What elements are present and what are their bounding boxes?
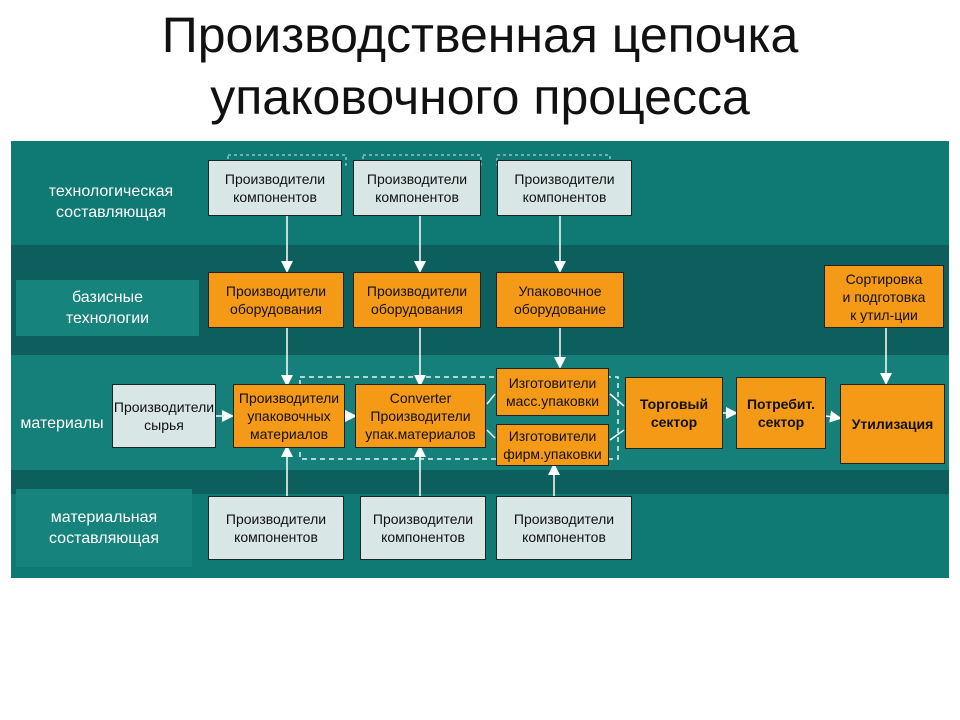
title-line-2: упаковочного процесса [210,69,750,125]
packmat-line1: Производители [238,390,340,406]
brandpack-line2: фирм.упаковки [503,446,602,462]
arrow-masspack-trade [609,393,625,407]
consumer-line1: Потребит. [746,396,816,412]
raw-materials-producers: Производители сырья [112,384,216,448]
equipment-producers-2: Производители оборудования [353,272,481,328]
equipment-producers-1-line2: оборудования [230,301,322,317]
mat-components-2-line1: Производители [372,511,474,527]
tech-components-3: Производители компонентов [497,160,632,216]
brand-packaging-makers: Изготовители фирм.упаковки [496,424,609,466]
tech-components-1: Производители компонентов [208,160,342,216]
row-label-materials: материалы [16,400,111,446]
mass-packaging-makers: Изготовители масс.упаковки [496,368,609,416]
utilization: Утилизация [840,384,945,464]
row-label-material-comp: материальная составляющая [16,489,192,567]
sorting-line2: и подготовка [842,288,926,305]
trade-sector: Торговый сектор [625,377,723,449]
arrow-converter-brandpack [486,429,496,439]
row-label-material-comp-line1: материальная [50,509,158,526]
raw-line2: сырья [144,417,184,433]
tech-components-3-line1: Производители [514,171,615,187]
mat-components-1-line1: Производители [225,511,327,527]
mat-components-2-line2: компонентов [381,529,465,545]
tech-components-2-line1: Производители [366,171,468,187]
equipment-producers-1-line1: Производители [225,283,327,299]
arrow-consumer-utilization [825,410,842,423]
arrow-brandpack-trade [609,429,625,441]
row-label-base-line1: базисные [71,289,144,306]
mat-components-3-line2: компонентов [522,529,606,545]
consumer-sector: Потребит. сектор [736,377,826,449]
sorting-line3: к утил-ции [850,306,918,323]
masspack-line1: Изготовители [508,375,597,391]
raw-line1: Производители [113,399,215,415]
packaging-equipment: Упаковочное оборудование [496,272,624,328]
tech-components-2-line2: компонентов [375,189,459,205]
packmat-line3: материалов [249,426,329,442]
packaging-materials-producers: Производители упаковочных материалов [233,384,345,448]
tech-components-3-line2: компонентов [522,189,607,205]
title-line-1: Производственная цепочка [161,7,799,63]
trade-line1: Торговый [639,396,709,412]
utilization-label: Утилизация [851,416,934,432]
trade-line2: сектор [650,414,698,430]
row-label-base-line2: технологии [65,310,150,327]
equipment-producers-2-line1: Производители [366,283,468,299]
row-label-material-comp-line2: составляющая [49,530,159,547]
row-label-materials-text: материалы [20,414,104,432]
sorting-line1: Сортировка [845,270,923,287]
equipment-producers-1: Производители оборудования [208,272,344,328]
row-label-tech-line2: составляющая [56,204,166,221]
tech-components-2: Производители компонентов [353,160,481,216]
mat-components-3-line1: Производители [513,511,615,527]
masspack-line2: масс.упаковки [505,393,600,409]
packaging-equipment-line1: Упаковочное [518,283,602,299]
packaging-equipment-line2: оборудование [513,301,607,317]
equipment-producers-2-line2: оборудования [371,301,463,317]
row-label-base: базисные технологии [16,280,199,336]
material-components-2: Производители компонентов [360,496,486,560]
material-components-3: Производители компонентов [496,496,632,560]
tech-components-1-line1: Производители [224,171,326,187]
converter-line1: Converter [389,390,452,406]
tech-components-1-line2: компонентов [233,189,317,205]
converter-line3: упак.материалов [365,426,476,442]
consumer-line2: сектор [757,414,805,430]
row-label-tech-line1: технологическая [48,183,174,200]
arrow-converter-masspack [486,393,496,405]
brandpack-line1: Изготовители [508,428,597,444]
slide-title: Производственная цепочка упаковочного пр… [0,4,960,128]
packmat-line2: упаковочных [247,408,331,424]
material-components-1: Производители компонентов [208,496,344,560]
row-label-tech: технологическая составляющая [16,172,206,232]
mat-components-1-line2: компонентов [234,529,318,545]
converter-line2: Производители [370,408,471,424]
